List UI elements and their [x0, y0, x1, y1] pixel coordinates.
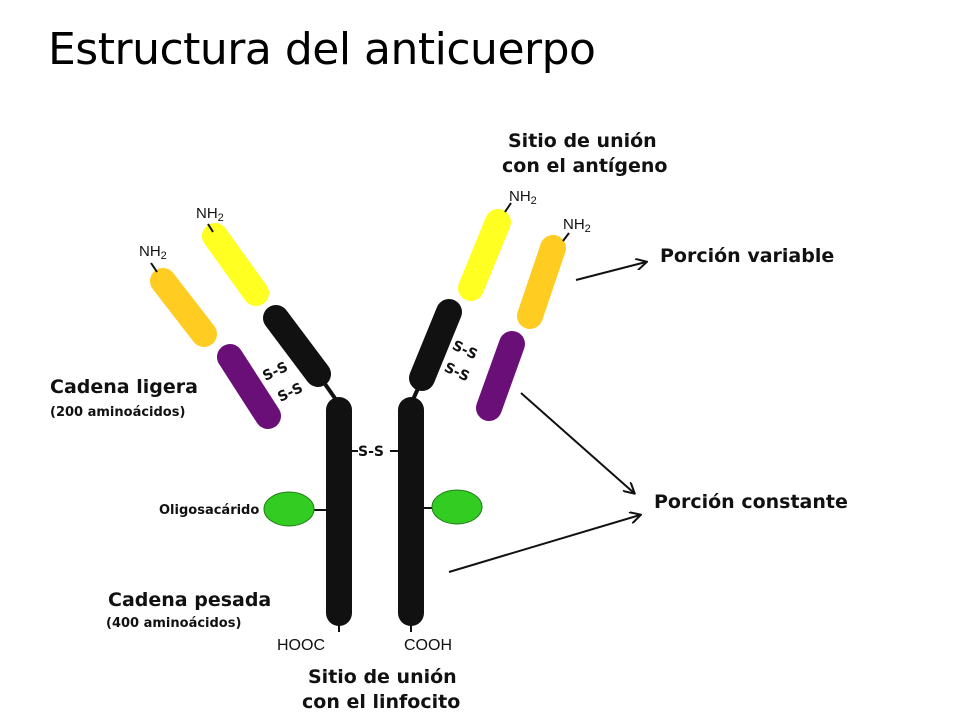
nh2-label-left-heavy: NH2 [196, 205, 224, 224]
heavy-chain-left-arm [263, 305, 331, 387]
disulfide-left-2: S-S [275, 380, 305, 405]
light-constant-right [476, 331, 525, 421]
heavy-variable-left [202, 223, 269, 306]
hooc-label: HOOC [277, 637, 325, 654]
heavy-chain-aa-label: (400 aminoácidos) [106, 616, 241, 631]
cooh-label: COOH [404, 637, 452, 654]
arrow-constant-upper [520, 392, 634, 493]
arrow-variable [575, 262, 646, 281]
disulfide-right-2: S-S [442, 360, 472, 385]
arrow-constant-lower [448, 515, 640, 573]
disulfide-hinge: S-S [358, 444, 384, 460]
light-variable-right [517, 235, 566, 329]
oligosaccharide-left [263, 491, 315, 527]
variable-portion-label: Porción variable [660, 245, 834, 267]
slide-title: Estructura del anticuerpo [48, 24, 596, 75]
disulfide-right-1: S-S [450, 338, 480, 363]
antigen-site-label-line1: Sitio de unión [508, 130, 657, 152]
lymphocyte-site-label-line1: Sitio de unión [308, 666, 457, 688]
diagram-panel [40, 128, 848, 720]
oligosaccharide-right [431, 489, 483, 525]
antigen-site-label-line2: con el antígeno [502, 155, 667, 177]
heavy-chain-right-arm [409, 299, 462, 391]
constant-portion-label: Porción constante [654, 491, 848, 513]
light-variable-left [150, 268, 217, 347]
nh2-label-right-light: NH2 [563, 216, 591, 235]
heavy-chain-label: Cadena pesada [108, 589, 271, 611]
disulfide-left-1: S-S [260, 359, 290, 384]
oligosaccharide-label: Oligosacárido [159, 503, 259, 518]
nh2-label-right-heavy: NH2 [509, 188, 537, 207]
nh2-label-left-light: NH2 [139, 243, 167, 262]
lymphocyte-site-label-line2: con el linfocito [302, 691, 460, 713]
nh2-tick-left-heavy [207, 223, 214, 233]
nh2-tick-left-light [150, 262, 158, 273]
light-chain-label: Cadena ligera [50, 376, 198, 398]
light-constant-left [217, 344, 281, 429]
light-chain-aa-label: (200 aminoácidos) [50, 405, 185, 420]
heavy-variable-right [458, 209, 511, 301]
nh2-tick-right-light [562, 232, 570, 242]
nh2-tick-right-heavy [504, 202, 512, 213]
